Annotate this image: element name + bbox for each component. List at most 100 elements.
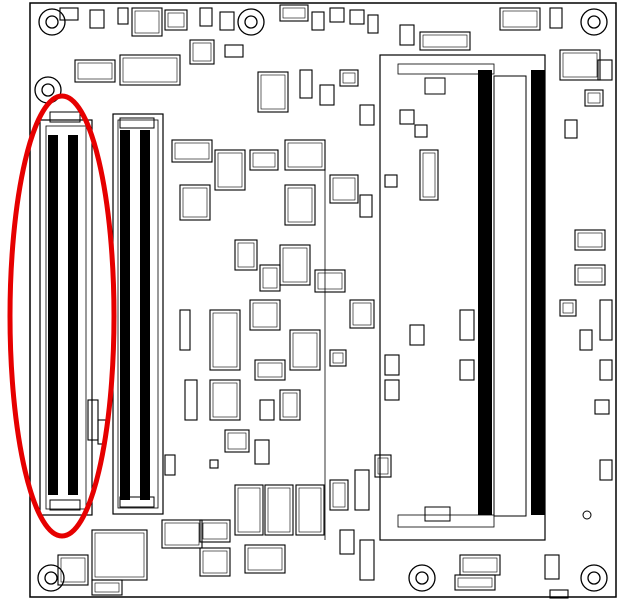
- component-footprint: [91, 579, 123, 596]
- component-footprint: [319, 84, 335, 106]
- component-footprint: [339, 69, 359, 87]
- component-footprint: [171, 139, 213, 163]
- component-footprint: [579, 329, 593, 351]
- component-footprint: [329, 479, 349, 511]
- component-footprint: [359, 104, 375, 126]
- component-pad: [282, 247, 308, 283]
- mounting-hole: [408, 564, 436, 592]
- component-footprint: [299, 69, 313, 99]
- component-pad: [287, 142, 323, 168]
- component-pad: [502, 10, 538, 28]
- component-pad: [282, 7, 306, 19]
- board-outline: [29, 2, 617, 598]
- mounting-holes: [34, 8, 608, 592]
- component-footprint: [349, 9, 365, 25]
- component-footprint: [499, 7, 541, 31]
- component-footprint: [549, 589, 569, 599]
- component-pad: [332, 177, 356, 201]
- component-footprint: [254, 439, 270, 465]
- component-footprint: [399, 109, 415, 125]
- component-footprint: [279, 244, 311, 286]
- component-pad: [377, 457, 389, 475]
- component-pad: [94, 532, 145, 578]
- memory-socket: [324, 54, 546, 541]
- component-footprint: [329, 349, 347, 367]
- component-pad: [134, 10, 160, 34]
- component-footprint: [354, 469, 370, 511]
- component-pad: [422, 34, 468, 48]
- component-pad: [237, 242, 255, 268]
- component-pad: [164, 522, 200, 546]
- component-footprint: [329, 174, 359, 204]
- components: [57, 4, 613, 599]
- component-footprint: [559, 49, 601, 81]
- component-footprint: [564, 119, 578, 139]
- mounting-hole-small: [582, 510, 592, 520]
- component-pad: [252, 302, 278, 328]
- component-pad: [252, 152, 276, 168]
- component-pad: [317, 272, 343, 290]
- component-pad: [282, 392, 298, 418]
- component-footprint: [599, 459, 613, 481]
- component-footprint: [311, 11, 325, 31]
- mounting-hole: [37, 564, 65, 592]
- component-pad: [212, 382, 238, 418]
- component-footprint: [234, 484, 264, 536]
- component-footprint: [119, 54, 181, 86]
- component-pad: [267, 487, 291, 533]
- component-footprint: [184, 379, 198, 421]
- component-footprint: [559, 299, 577, 317]
- component-footprint: [259, 399, 275, 421]
- component-footprint: [87, 399, 99, 441]
- component-pad: [237, 487, 261, 533]
- component-pad: [587, 92, 601, 104]
- component-footprint: [574, 229, 606, 251]
- component-pad: [332, 352, 344, 364]
- component-footprint: [414, 124, 428, 138]
- component-footprint: [599, 359, 613, 381]
- component-pad: [202, 550, 228, 574]
- component-footprint: [384, 379, 400, 401]
- component-footprint: [224, 44, 244, 58]
- component-footprint: [459, 359, 475, 381]
- component-pad: [247, 547, 283, 571]
- component-footprint: [74, 59, 116, 83]
- component-footprint: [189, 39, 215, 65]
- component-pad: [457, 577, 493, 588]
- component-footprint: [59, 7, 79, 21]
- component-footprint: [89, 9, 105, 29]
- component-footprint: [164, 454, 176, 476]
- component-footprint: [117, 7, 129, 25]
- component-pad: [332, 482, 346, 508]
- component-pad: [262, 267, 278, 289]
- mounting-hole: [237, 8, 265, 36]
- component-footprint: [597, 59, 613, 81]
- component-pad: [167, 12, 185, 28]
- component-footprint: [199, 547, 231, 577]
- component-pad: [60, 557, 86, 583]
- component-pad: [260, 74, 286, 110]
- component-footprint: [224, 429, 250, 453]
- component-pad: [192, 42, 212, 62]
- component-pad: [212, 312, 238, 368]
- component-footprint: [399, 24, 415, 46]
- component-footprint: [329, 7, 345, 23]
- component-footprint: [254, 359, 286, 381]
- component-footprint: [295, 484, 325, 536]
- component-footprint: [574, 264, 606, 286]
- component-footprint: [289, 329, 321, 371]
- component-pad: [94, 582, 120, 593]
- component-footprint: [209, 309, 241, 371]
- component-footprint: [244, 544, 286, 574]
- component-footprint: [374, 454, 392, 478]
- mounting-hole: [580, 564, 608, 592]
- component-footprint: [161, 519, 203, 549]
- component-footprint: [234, 239, 258, 271]
- component-pad: [227, 432, 247, 450]
- component-pad: [352, 302, 372, 326]
- component-pad: [342, 72, 356, 84]
- component-footprint: [409, 324, 425, 346]
- component-footprint: [454, 574, 496, 591]
- component-footprint: [179, 184, 211, 221]
